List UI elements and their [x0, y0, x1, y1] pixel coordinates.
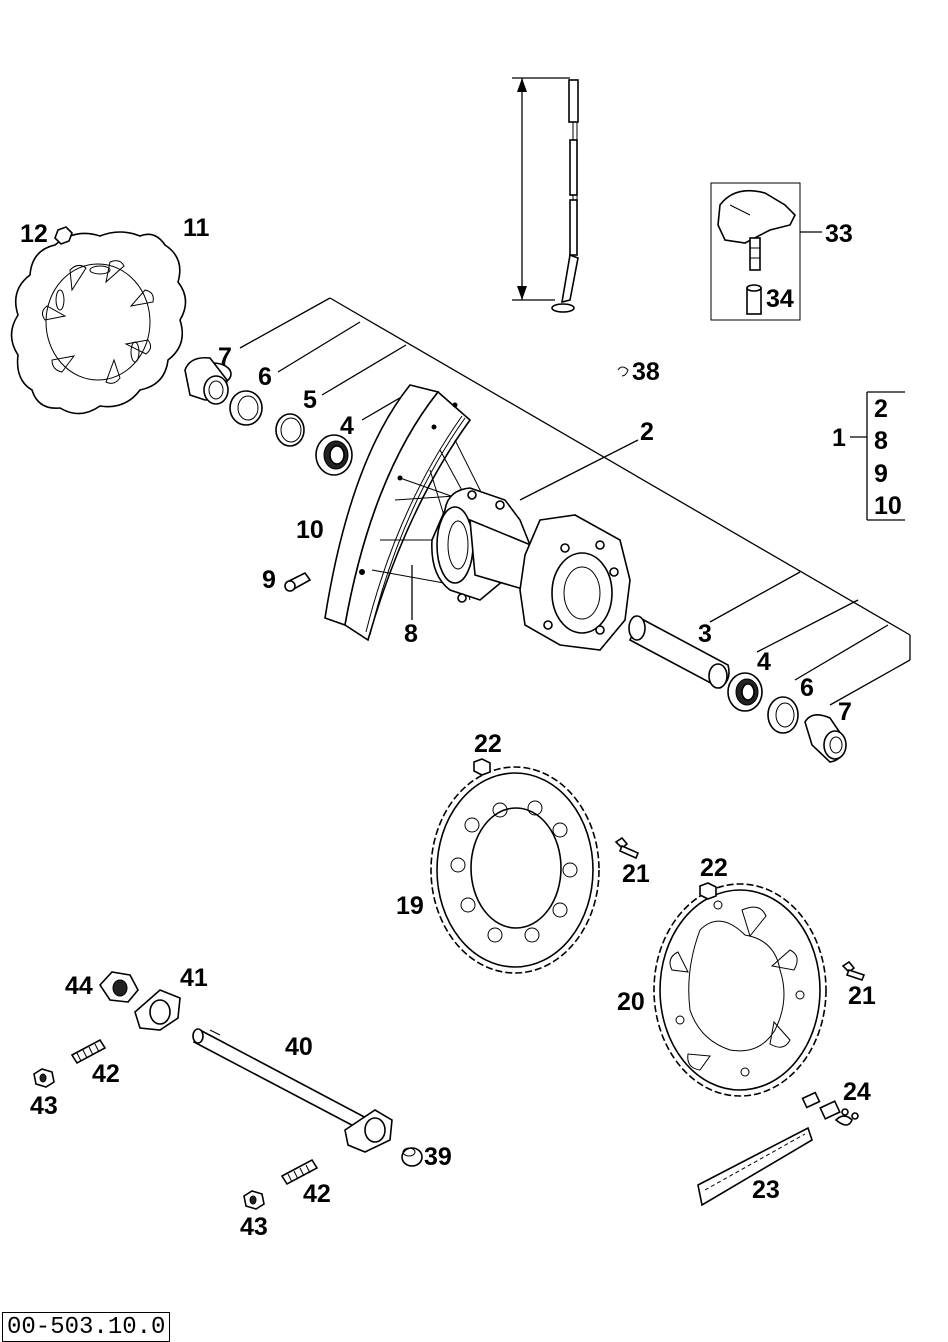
callout-5: 5 — [303, 386, 317, 414]
bolt-21-top-icon — [614, 836, 640, 860]
chain-23-icon — [697, 1126, 813, 1207]
callout-22-top: 22 — [474, 730, 502, 758]
spacer-7-left-icon — [184, 356, 232, 405]
kit-member-2: 2 — [874, 395, 888, 423]
callout-2: 2 — [640, 418, 654, 446]
spoke-icon — [551, 79, 579, 313]
callout-39: 39 — [424, 1143, 452, 1171]
seal-6-left-icon — [229, 390, 263, 426]
callout-3: 3 — [698, 620, 712, 648]
valve-9-icon — [284, 571, 312, 592]
nut-22-right-icon — [699, 882, 717, 900]
callout-10: 10 — [296, 516, 324, 544]
spoke-length-dimension — [512, 77, 570, 301]
nipple-wrench-icon — [717, 189, 796, 271]
callout-43-bottom: 43 — [240, 1213, 268, 1241]
bearing-4-right-icon — [727, 672, 763, 712]
sprocket-20-icon — [653, 883, 827, 1097]
nut-43-left-icon — [33, 1068, 55, 1088]
callout-34: 34 — [766, 285, 794, 313]
callout-9: 9 — [262, 566, 276, 594]
callout-11: 11 — [183, 214, 210, 242]
callout-22-right: 22 — [700, 854, 728, 882]
callout-38: 38 — [632, 358, 660, 386]
callout-7-right: 7 — [838, 698, 852, 726]
leader-2 — [519, 439, 639, 501]
kit-member-10: 10 — [874, 492, 902, 520]
brake-disc-icon — [10, 231, 187, 415]
part-38-icon — [617, 366, 629, 377]
chain-adjuster-41-icon — [134, 989, 181, 1031]
callout-21-right: 21 — [848, 982, 876, 1010]
kit-member-9: 9 — [874, 460, 888, 488]
callout-21-top: 21 — [622, 860, 650, 888]
circlip-5-icon — [275, 413, 305, 447]
leader-lines-right — [709, 571, 911, 706]
callout-42-bottom: 42 — [303, 1180, 331, 1208]
callout-42-left: 42 — [92, 1060, 120, 1088]
spacer-tube-3-icon — [628, 615, 730, 689]
nut-22-top-icon — [473, 758, 491, 776]
callout-20: 20 — [617, 988, 645, 1016]
callout-40: 40 — [285, 1033, 313, 1061]
nut-43-bottom-icon — [243, 1190, 265, 1210]
callout-4-left: 4 — [340, 412, 354, 440]
callout-33: 33 — [825, 220, 853, 248]
adjust-screw-42-left-icon — [70, 1038, 107, 1065]
reference-code-label: 00-503.10.0 — [2, 1312, 171, 1342]
seal-6-right-icon — [767, 696, 799, 734]
spacer-7-right-icon — [804, 714, 847, 763]
bolt-21-right-icon — [841, 960, 866, 981]
spoke-nipple-box — [710, 182, 822, 321]
callout-24: 24 — [843, 1078, 871, 1106]
callout-8: 8 — [404, 620, 418, 648]
callout-12: 12 — [20, 220, 48, 248]
kit-member-8: 8 — [874, 427, 888, 455]
callout-44: 44 — [65, 972, 93, 1000]
disc-bolt-icon — [54, 226, 73, 245]
nipple-icon — [746, 284, 762, 315]
kit-label: 1 — [832, 424, 846, 452]
callout-43-left: 43 — [30, 1092, 58, 1120]
callout-19: 19 — [396, 892, 424, 920]
sprocket-19-icon — [430, 766, 600, 974]
axle-nut-44-icon — [98, 971, 139, 1003]
cap-39-icon — [401, 1147, 423, 1167]
master-link-24-icon — [801, 1091, 859, 1126]
callout-6-right: 6 — [800, 674, 814, 702]
callout-7-left: 7 — [218, 343, 232, 371]
rim-icon — [324, 384, 472, 642]
callout-4-right: 4 — [757, 648, 771, 676]
callout-23: 23 — [752, 1176, 780, 1204]
callout-41: 41 — [180, 964, 208, 992]
bearing-4-left-icon — [315, 434, 353, 476]
hub-icon — [431, 487, 631, 651]
axle-40-icon — [192, 1028, 393, 1153]
kit-bracket — [850, 391, 905, 521]
adjust-screw-42-bottom-icon — [280, 1158, 319, 1186]
callout-6-left: 6 — [258, 363, 272, 391]
